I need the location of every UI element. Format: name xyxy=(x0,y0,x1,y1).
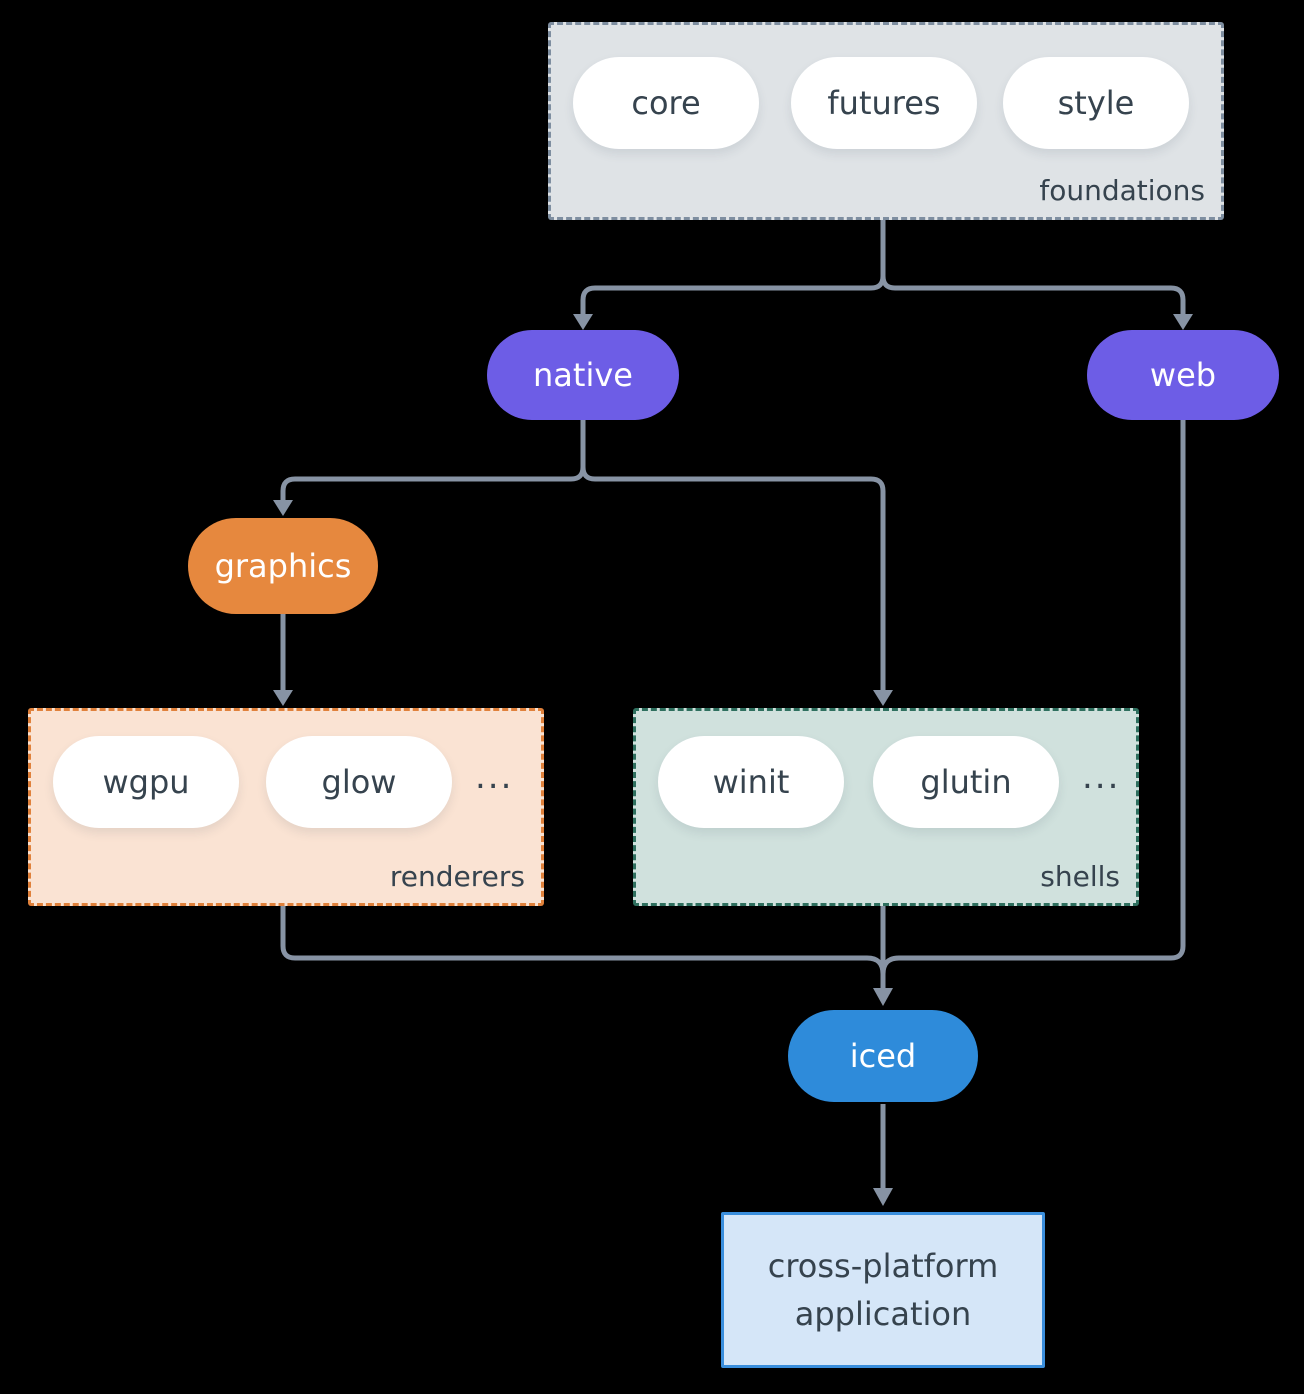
edge-native-shells xyxy=(580,420,893,706)
shells-group: winit glutin ... shells xyxy=(633,708,1139,906)
renderers-group-label: renderers xyxy=(389,860,525,893)
edge-graphics-renderers xyxy=(273,614,293,706)
node-native: native xyxy=(487,330,679,420)
edge-renderers-merge xyxy=(280,901,886,975)
node-graphics-label: graphics xyxy=(214,547,352,585)
node-graphics: graphics xyxy=(188,518,378,614)
edge-shells-iced xyxy=(873,901,893,1006)
node-glow-label: glow xyxy=(321,763,397,801)
renderers-group: wgpu glow ... renderers xyxy=(28,708,544,906)
node-core: core xyxy=(573,57,759,149)
node-glow: glow xyxy=(266,736,452,828)
renderers-ellipsis: ... xyxy=(475,757,514,797)
node-native-label: native xyxy=(533,356,633,394)
node-web-label: web xyxy=(1149,356,1217,394)
node-futures: futures xyxy=(791,57,977,149)
edge-iced-application xyxy=(873,1104,893,1206)
node-web: web xyxy=(1087,330,1279,420)
foundations-group-label: foundations xyxy=(1039,174,1205,207)
node-core-label: core xyxy=(631,84,701,122)
node-style-label: style xyxy=(1057,84,1135,122)
node-iced-label: iced xyxy=(849,1037,917,1075)
edge-native-graphics xyxy=(273,420,586,516)
edge-foundations-web xyxy=(880,214,1193,330)
shells-ellipsis: ... xyxy=(1082,757,1121,797)
node-winit: winit xyxy=(658,736,844,828)
node-iced: iced xyxy=(788,1010,978,1102)
cross-platform-application-label: cross-platform application xyxy=(767,1247,999,1333)
node-wgpu: wgpu xyxy=(53,736,239,828)
node-style: style xyxy=(1003,57,1189,149)
node-futures-label: futures xyxy=(827,84,941,122)
shells-group-label: shells xyxy=(1040,860,1120,893)
node-glutin-label: glutin xyxy=(920,763,1012,801)
node-wgpu-label: wgpu xyxy=(102,763,190,801)
edge-foundations-native xyxy=(573,214,886,330)
node-winit-label: winit xyxy=(712,763,790,801)
node-glutin: glutin xyxy=(873,736,1059,828)
foundations-group: core futures style foundations xyxy=(548,22,1224,220)
cross-platform-application-box: cross-platform application xyxy=(721,1212,1045,1368)
